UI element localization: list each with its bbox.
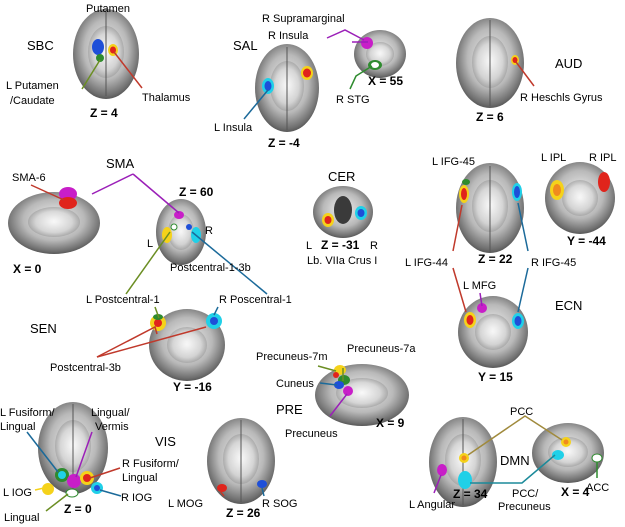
coord-ecn-y44: Y = -44 — [567, 234, 606, 248]
brain-slice-aud — [456, 18, 524, 108]
label-l-angular: L Angular — [409, 499, 455, 511]
coord-vis-z0: Z = 0 — [64, 502, 92, 516]
label-precuneus: Precuneus — [285, 428, 338, 440]
group-sen: SEN — [30, 321, 57, 336]
label-cer-r: R — [370, 240, 378, 252]
group-sma: SMA — [106, 156, 135, 171]
label-r-iog: R IOG — [121, 492, 152, 504]
coord-cer-z: Z = -31 — [321, 238, 360, 252]
label-r-ipl: R IPL — [589, 152, 617, 164]
brain-slice-sma-sagittal — [8, 192, 100, 254]
group-vis: VIS — [155, 434, 176, 449]
group-sbc: SBC — [27, 38, 54, 53]
coord-sma-x: X = 0 — [13, 262, 42, 276]
label-l-ifg-45: L IFG-45 — [432, 156, 475, 168]
group-cer: CER — [328, 169, 355, 184]
label-lingual-b: Lingual — [122, 472, 157, 484]
brain-slice-sal-sagittal — [354, 30, 406, 78]
label-l-postcentral-1: L Postcentral-1 — [86, 294, 160, 306]
brain-slice-ecn-coronal — [458, 296, 528, 368]
label-thalamus: Thalamus — [142, 92, 191, 104]
label-vermis: Vermis — [95, 421, 129, 433]
coord-dmn-x: X = 4 — [561, 485, 590, 499]
label-cuneus: Cuneus — [276, 378, 314, 390]
label-lingual-vermis: Lingual/ — [91, 407, 130, 419]
label-lingual-a: Lingual — [0, 421, 35, 433]
coord-pre-x: X = 9 — [376, 416, 405, 430]
group-ecn: ECN — [555, 298, 582, 313]
label-lingual-c: Lingual — [4, 512, 39, 524]
label-acc: ACC — [586, 482, 609, 494]
label-pcc-precuneus-a: PCC/ — [512, 488, 539, 500]
label-caudate: /Caudate — [10, 95, 55, 107]
label-r-ifg-45: R IFG-45 — [531, 257, 576, 269]
coord-vis-z26: Z = 26 — [226, 506, 261, 520]
group-sal: SAL — [233, 38, 258, 53]
brain-slice-sal-axial — [255, 44, 319, 132]
label-pcc-precuneus-b: Precuneus — [498, 501, 551, 513]
label-pcc: PCC — [510, 406, 533, 418]
coord-ecn-z22: Z = 22 — [478, 252, 513, 266]
coord-dmn-z: Z = 34 — [453, 487, 488, 501]
brain-slice-sbc — [73, 9, 139, 99]
label-cer-l: L — [306, 240, 312, 252]
coord-sal-x: X = 55 — [368, 74, 403, 88]
label-l-small: L — [147, 238, 153, 250]
label-sma-6: SMA-6 — [12, 172, 46, 184]
label-r-insula: R Insula — [268, 30, 309, 42]
coord-sbc-z: Z = 4 — [90, 106, 118, 120]
label-lb-viia-crus-i: Lb. VIIa Crus I — [307, 255, 377, 267]
group-names: SBC SAL AUD SMA CER SEN ECN PRE VIS DMN — [27, 38, 582, 468]
label-putamen: Putamen — [86, 3, 130, 15]
group-pre: PRE — [276, 402, 303, 417]
region-labels: Putamen L Putamen /Caudate Thalamus R Su… — [0, 3, 617, 524]
label-postcentral-1-3b: Postcentral-1-3b — [170, 262, 251, 274]
label-precuneus-7m: Precuneus-7m — [256, 351, 328, 363]
label-precuneus-7a: Precuneus-7a — [347, 343, 416, 355]
label-r-small: R — [205, 225, 213, 237]
label-l-ipl: L IPL — [541, 152, 566, 164]
label-l-fusiform: L Fusiform/ — [0, 407, 56, 419]
label-r-supramarginal: R Supramarginal — [262, 13, 345, 25]
label-l-ifg-44: L IFG-44 — [405, 257, 448, 269]
label-l-iog: L IOG — [3, 487, 32, 499]
label-r-fusiform: R Fusiform/ — [122, 458, 180, 470]
label-l-putamen: L Putamen — [6, 80, 59, 92]
connector-lines — [26, 29, 598, 512]
label-r-poscentral-1: R Poscentral-1 — [219, 294, 292, 306]
brain-slice-ecn-coronal-ipl — [545, 162, 615, 234]
coord-sma-z: Z = 60 — [179, 185, 214, 199]
label-postcentral-3b: Postcentral-3b — [50, 362, 121, 374]
label-r-stg: R STG — [336, 94, 370, 106]
label-l-insula: L Insula — [214, 122, 253, 134]
coord-sal-z: Z = -4 — [268, 136, 300, 150]
group-aud: AUD — [555, 56, 582, 71]
slice-coordinates: Z = 4 Z = -4 X = 55 Z = 6 X = 0 Z = 60 Z… — [13, 74, 606, 520]
label-l-mog: L MOG — [168, 498, 203, 510]
brain-slice-dmn-sagittal — [532, 423, 604, 483]
coord-ecn-y15: Y = 15 — [478, 370, 513, 384]
label-l-mfg: L MFG — [463, 280, 496, 292]
label-r-heschls-gyrus: R Heschls Gyrus — [520, 92, 603, 104]
brain-slice-vis-z26 — [207, 418, 275, 504]
coord-sen-y: Y = -16 — [173, 380, 212, 394]
label-r-sog: R SOG — [262, 498, 297, 510]
brain-slice-ecn-axial — [456, 163, 524, 253]
group-dmn: DMN — [500, 453, 530, 468]
coord-aud-z: Z = 6 — [476, 110, 504, 124]
brain-slice-sma-axial — [156, 199, 206, 265]
